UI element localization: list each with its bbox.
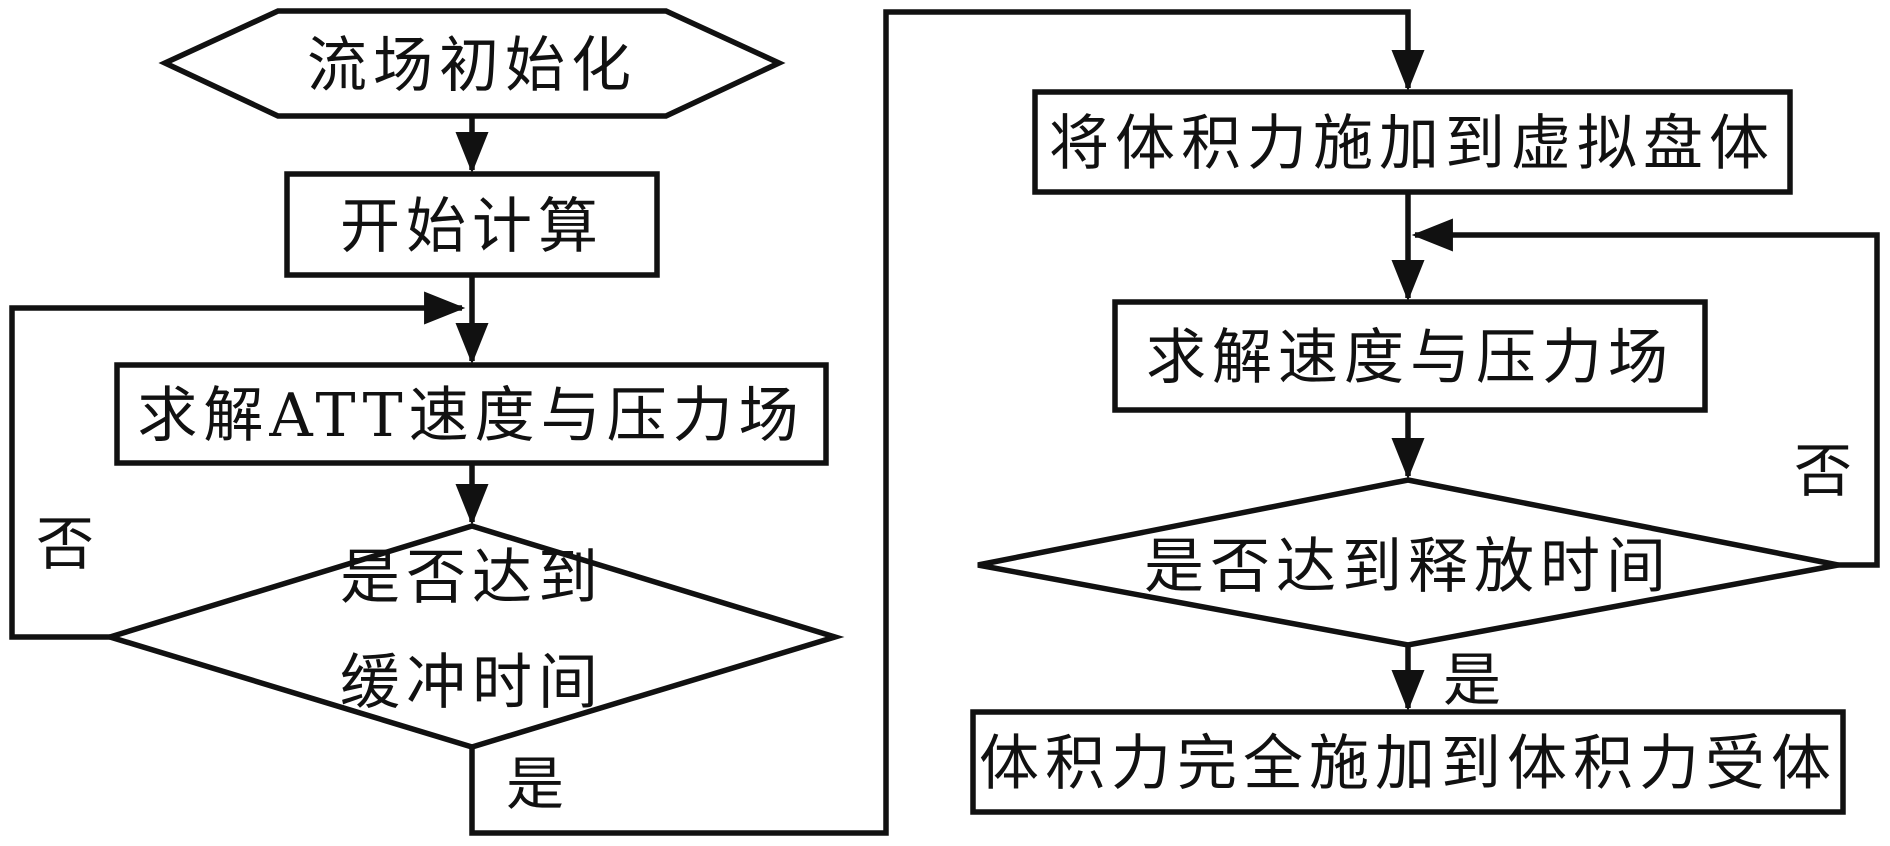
node-buffer-check-diamond	[100, 523, 845, 750]
node-solve-att-label: 求解ATT速度与压力场	[137, 381, 804, 451]
node-init-label: 流场初始化	[307, 31, 637, 101]
node-apply-body-force-rect	[1032, 89, 1793, 195]
node-force-complete-label: 体积力完全施加到体积力受体	[979, 729, 1837, 799]
release-yes-label: 是	[1443, 646, 1501, 714]
node-apply-body-force-label: 将体积力施加到虚拟盘体	[1049, 109, 1775, 179]
node-start-calc-label: 开始计算	[340, 192, 604, 262]
buffer-yes-label: 是	[506, 750, 564, 818]
node-release-check-diamond	[977, 477, 1839, 648]
edge-labels: 否 是 否 是	[36, 437, 1852, 818]
node-solve-vp-label: 求解速度与压力场	[1146, 323, 1674, 393]
edge-buffer-yes-to-apply-arrow	[469, 9, 1425, 836]
node-buffer-check-label-line2: 缓冲时间	[340, 648, 604, 718]
node-release-check-label: 是否达到释放时间	[1144, 532, 1672, 602]
edges	[9, 9, 1880, 836]
release-no-label: 否	[1794, 437, 1852, 505]
node-solve-vp-rect	[1112, 299, 1708, 413]
buffer-no-label: 否	[36, 510, 94, 578]
edge-buffer-no-loop-arrow	[9, 291, 466, 640]
node-solve-att-rect	[114, 362, 829, 466]
edge-release-no-loop-arrow	[1411, 218, 1880, 568]
nodes: 流场初始化 开始计算 求解ATT速度与压力场 是否达到 缓冲时间 将体积力施加到…	[100, 8, 1846, 815]
node-init-hexagon	[158, 8, 786, 119]
node-start-calc-rect	[284, 171, 660, 278]
node-buffer-check-label-line1: 是否达到	[340, 543, 604, 613]
node-force-complete-rect	[970, 709, 1846, 815]
